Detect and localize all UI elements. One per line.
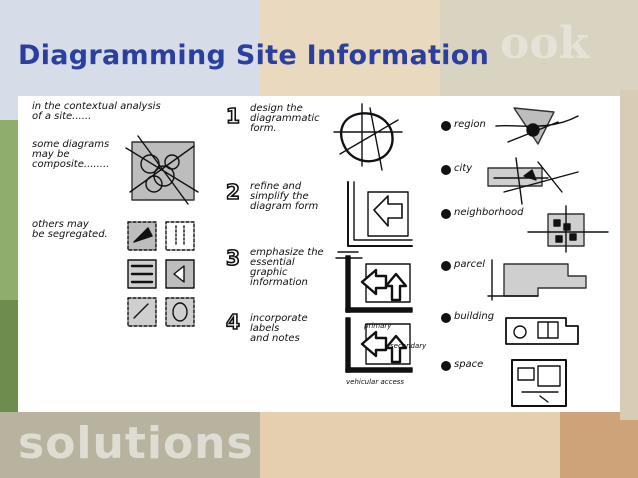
vehicular-access-label: vehicular access — [346, 378, 405, 386]
region-sketch — [495, 107, 579, 145]
step-1-text: design the diagrammatic form. — [250, 103, 320, 134]
background-watermark-text: ook — [500, 18, 590, 69]
intro-note: in the contextual analysis of a site....… — [32, 101, 161, 122]
slide-title: Diagramming Site Information — [18, 40, 490, 71]
primary-label: primary — [364, 322, 392, 330]
segregated-note: others may be segregated. — [32, 219, 108, 240]
step-2-number: 2 — [225, 179, 241, 205]
step-4-text: incorporate labels and notes — [250, 313, 308, 344]
background-solutions-text: solutions — [18, 418, 254, 469]
step3-sketch — [345, 255, 413, 313]
scale-label-parcel: parcel — [454, 259, 486, 270]
scale-label-neighborhood: neighborhood — [454, 207, 524, 218]
step-2-text: refine and simplify the diagram form — [250, 181, 319, 212]
scale-label-space: space — [454, 359, 484, 370]
step2-sketch — [335, 181, 413, 259]
segregated-diagrams — [127, 221, 195, 327]
composite-diagram — [125, 135, 199, 205]
parcel-sketch — [487, 259, 587, 301]
secondary-label: secondary — [390, 342, 427, 350]
step-1-number: 1 — [225, 103, 241, 129]
sketch-linework — [125, 103, 609, 407]
scale-label-city: city — [454, 163, 473, 174]
step-3-text: emphasize the essential graphic informat… — [250, 247, 324, 288]
step4-sketch — [345, 317, 413, 373]
building-sketch — [505, 317, 579, 345]
scale-label-building: building — [454, 311, 495, 322]
step1-sketch — [333, 103, 403, 171]
step-4-number: 4 — [225, 309, 241, 335]
neighborhood-sketch — [527, 205, 609, 253]
space-sketch — [511, 359, 567, 407]
step-3-number: 3 — [225, 245, 241, 271]
scale-label-region: region — [454, 119, 486, 130]
sketch-figure: in the contextual analysis of a site....… — [18, 96, 620, 412]
composite-note: some diagrams may be composite........ — [32, 139, 110, 170]
city-sketch — [487, 157, 579, 205]
scale-bullets — [441, 121, 451, 371]
